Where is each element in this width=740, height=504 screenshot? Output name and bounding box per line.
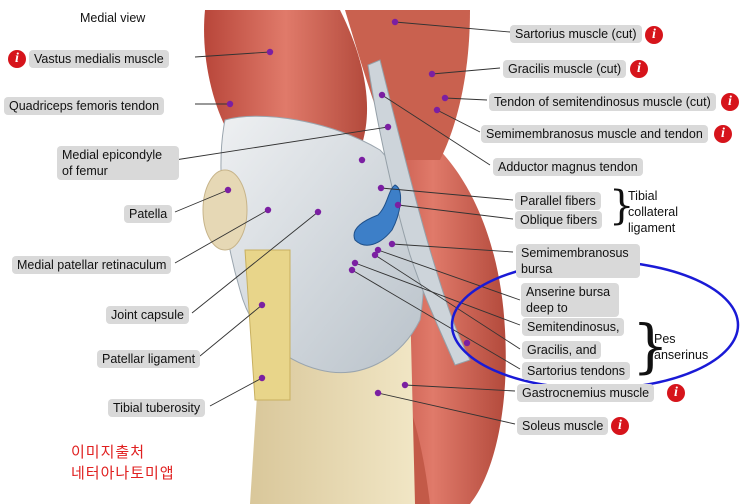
label-gracilis-and[interactable]: Gracilis, and (522, 341, 602, 359)
patella-shape (202, 169, 248, 251)
thigh-muscles-right-shape (345, 10, 470, 160)
label-sartorius-cut[interactable]: Sartorius muscle (cut) (510, 25, 642, 43)
info-icon[interactable]: i (667, 384, 685, 402)
label-semitendinosus[interactable]: Semitendinosus, (522, 318, 625, 336)
info-icon[interactable]: i (714, 125, 732, 143)
label-parallel-fibers[interactable]: Parallel fibers (515, 192, 601, 210)
leader-lines (174, 21, 521, 425)
info-icon[interactable]: i (645, 26, 663, 44)
label-semimembranosus-bursa[interactable]: Semimembranosus bursa (516, 244, 640, 278)
info-icon[interactable]: i (630, 60, 648, 78)
label-quadriceps-tendon[interactable]: Quadriceps femoris tendon (4, 97, 165, 115)
pes-anserinus-tendons-shape (367, 59, 471, 366)
label-anserine-bursa[interactable]: Anserine bursa deep to (521, 283, 619, 317)
label-patella[interactable]: Patella (124, 205, 173, 223)
label-joint-capsule[interactable]: Joint capsule (106, 306, 189, 324)
info-icon[interactable]: i (8, 50, 26, 68)
view-title: Medial view (80, 11, 146, 25)
label-adductor-magnus-tendon[interactable]: Adductor magnus tendon (493, 158, 643, 176)
semimembranosus-bursa-shape (353, 184, 402, 246)
source-watermark-line1: 이미지출처 (71, 443, 146, 461)
patellar-ligament-shape (244, 249, 291, 401)
label-tibial-collateral-ligament: Tibial collateral ligament (628, 189, 679, 235)
info-icon[interactable]: i (721, 93, 739, 111)
label-gastrocnemius[interactable]: Gastrocnemius muscle (517, 384, 655, 402)
info-icon[interactable]: i (611, 417, 629, 435)
label-medial-patellar-retinaculum[interactable]: Medial patellar retinaculum (12, 256, 172, 274)
source-watermark-line2: 네터아나토미앱 (71, 464, 175, 482)
label-semimembranosus-muscle-tendon[interactable]: Semimembranosus muscle and tendon (481, 125, 708, 143)
label-tibial-tuberosity[interactable]: Tibial tuberosity (108, 399, 206, 417)
label-soleus[interactable]: Soleus muscle (517, 417, 609, 435)
label-oblique-fibers[interactable]: Oblique fibers (515, 211, 603, 229)
label-pes-anserinus: Pes anserinus (654, 332, 709, 362)
marker-pins (224, 18, 471, 397)
label-patellar-ligament[interactable]: Patellar ligament (97, 350, 201, 368)
label-gracilis-cut[interactable]: Gracilis muscle (cut) (503, 60, 627, 78)
label-medial-epicondyle[interactable]: Medial epicondyle of femur (57, 146, 179, 180)
pes-anserinus-brace: } (632, 312, 669, 380)
tibial-collateral-brace: } (609, 183, 635, 229)
label-sartorius-tendons[interactable]: Sartorius tendons (522, 362, 630, 380)
label-semitendinosus-tendon-cut[interactable]: Tendon of semitendinosus muscle (cut) (489, 93, 716, 111)
label-vastus-medialis[interactable]: Vastus medialis muscle (29, 50, 169, 68)
